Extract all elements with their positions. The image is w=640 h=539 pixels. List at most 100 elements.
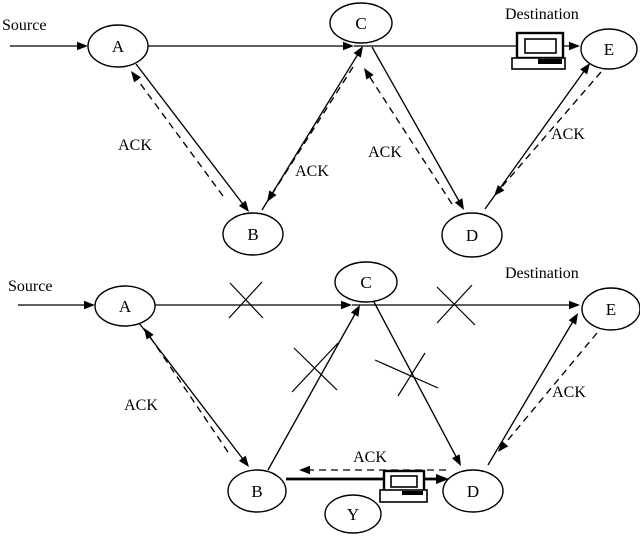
node-label: E [606,300,616,319]
link-b-c-line [261,52,360,211]
link-c-e [352,300,580,310]
ack-label-d-c: ACK [368,144,402,161]
monitor-screen [524,38,557,54]
arrowhead [350,305,360,317]
ack-c-b [267,66,354,202]
link-a-b-line [138,322,245,462]
node-C: C [329,2,393,44]
arrowhead [353,46,363,58]
arrowhead [364,68,374,80]
arrowhead [341,300,352,310]
source-arrow [10,41,88,51]
arrowhead [84,300,95,310]
link-c-d-line [373,301,458,460]
link-b-c-line [267,311,357,471]
link-a-b [135,63,249,212]
failure-cross-a-c [228,281,264,319]
node-E: E [580,28,638,70]
keyboard-bar [538,59,562,64]
arrowhead [77,41,88,51]
arrowhead [580,63,590,75]
cross-stroke [397,352,426,397]
arrowhead [131,71,141,83]
node-label: Y [347,505,359,524]
source-label: Source [2,17,46,34]
ack-e-d [498,332,598,452]
link-d-e-line [487,319,575,466]
keyboard-bar [402,491,423,495]
node-B: B [222,212,284,256]
link-a-b [138,322,249,467]
arrowhead [569,41,580,51]
arrowhead [238,200,249,212]
cross-stroke [293,347,338,391]
node-label: D [466,226,478,245]
node-ellipse [581,287,640,331]
ack-label-b-a: ACK [118,137,152,154]
node-ellipse [334,261,398,303]
ack-e-d-line [502,332,598,447]
cross-stroke [374,359,439,389]
node-ellipse [227,469,287,513]
ack-b-a-line [147,334,229,453]
cross-stroke [436,286,476,326]
source-arrow [18,300,95,310]
cross-stroke [436,284,473,324]
link-c-d-line [371,46,461,204]
node-ellipse [580,28,638,70]
node-D: D [442,469,504,513]
node-label: C [360,273,371,292]
arrowhead [299,465,310,475]
node-ellipse [329,2,393,44]
ack-label-d-b: ACK [353,449,387,466]
computer-icon [511,31,566,70]
node-E: E [581,287,640,331]
failure-cross-b-c [291,342,339,393]
ack-c-b-line [270,66,354,196]
arrowhead [568,313,578,325]
arrowhead [494,184,505,196]
cross-stroke [228,281,263,319]
ack-label-b-a: ACK [124,397,158,414]
link-a-c [148,41,354,51]
arrowhead [343,41,354,51]
node-Y: Y [324,494,382,534]
monitor-screen [390,475,418,488]
node-C: C [334,261,398,303]
node-label: E [604,40,614,59]
destination-label: Destination [505,6,579,23]
ack-d-c [364,68,453,205]
node-D: D [441,212,503,258]
arrowhead [144,328,154,340]
arrowhead [454,198,464,210]
arrowhead [569,300,580,310]
link-d-e [484,63,590,210]
computer-icon [379,469,428,503]
node-B: B [227,469,287,513]
destination-label: Destination [505,265,579,282]
node-label: C [355,14,366,33]
ack-label-e-d: ACK [551,126,585,143]
node-A: A [94,285,156,327]
arrowhead [452,454,461,466]
ack-label-c-b: ACK [295,163,329,180]
node-label: D [467,482,479,501]
link-c-d [373,301,461,466]
link-b-c [261,46,363,211]
failure-cross-c-e [436,284,476,326]
ack-label-e-d: ACK [552,384,586,401]
cross-stroke [229,282,264,319]
ack-e-d [494,71,602,196]
link-a-c [155,300,352,310]
node-label: B [251,482,262,501]
ack-b-a [131,71,224,197]
link-b-c [267,305,360,471]
arrowhead [498,440,509,452]
failure-cross-c-d [374,352,439,397]
node-ellipse [442,469,504,513]
node-label: A [112,37,125,56]
